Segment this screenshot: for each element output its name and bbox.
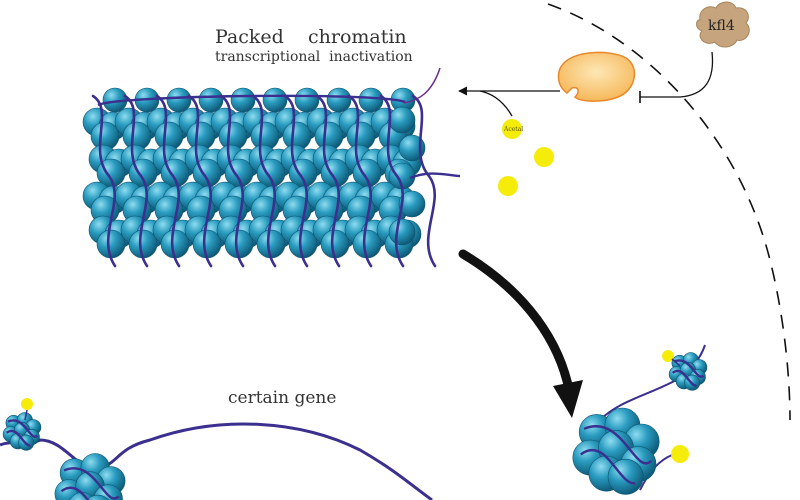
histone-bead xyxy=(398,190,426,218)
dna-wrap xyxy=(671,369,697,387)
enzyme-shape xyxy=(557,51,636,102)
dna-wrap xyxy=(5,429,31,447)
dna-wrap xyxy=(409,172,461,180)
histone-bead xyxy=(352,229,382,259)
cell-boundary-dashed xyxy=(547,3,791,421)
histone-bead xyxy=(388,106,416,134)
histone-bead xyxy=(262,87,288,113)
acetyl-dot xyxy=(671,445,689,463)
dna-wrap xyxy=(7,419,39,438)
histone-bead xyxy=(224,229,254,259)
acetyl-dot xyxy=(502,119,522,139)
histone-bead xyxy=(326,87,352,113)
histone-bead xyxy=(388,218,416,246)
inhibition-line-kfl4 xyxy=(640,51,714,98)
title-packed-chromatin: Packed chromatin xyxy=(215,26,407,48)
dna-wrap xyxy=(187,94,213,268)
dna-wrap xyxy=(315,94,341,268)
dna-wrap xyxy=(155,94,181,268)
dna-wrap xyxy=(411,94,437,268)
dna-wrap xyxy=(283,94,309,268)
histone-bead xyxy=(128,229,158,259)
acetal-label: Acetal xyxy=(503,126,523,133)
histone-bead xyxy=(320,229,350,259)
acetyl-stalk xyxy=(671,358,681,367)
acetyl-stalk xyxy=(24,409,28,421)
nucleosome-small-right xyxy=(668,352,708,391)
histone-bead xyxy=(192,229,222,259)
histone-bead xyxy=(288,229,318,259)
acetyl-dot xyxy=(662,350,674,362)
histone-bead xyxy=(230,87,256,113)
acetyl-dot xyxy=(498,176,518,196)
histone-bead xyxy=(294,87,320,113)
kfl4-label: kfl4 xyxy=(708,18,735,34)
big-curved-arrow xyxy=(458,249,583,418)
histone-bead xyxy=(160,229,190,259)
dna-wrap xyxy=(97,94,406,107)
dna-tail xyxy=(403,67,441,104)
dna-wrap xyxy=(347,94,373,268)
acetyl-dot xyxy=(21,398,33,410)
nucleosome-large-right xyxy=(572,407,660,495)
histone-bead xyxy=(198,87,224,113)
kfl4-cloud xyxy=(696,1,750,48)
histone-bead xyxy=(96,229,126,259)
histone-bead xyxy=(358,87,384,113)
dna-wrap xyxy=(60,486,90,500)
arrow-branch-acetal xyxy=(479,90,513,117)
dna-strand-open xyxy=(0,422,433,500)
nucleosome-bottom-left xyxy=(54,453,126,500)
histone-bead xyxy=(256,229,286,259)
subtitle-transcriptional-inactivation: transcriptional inactivation xyxy=(215,49,413,65)
histone-bead xyxy=(86,494,109,500)
dna-wrap xyxy=(583,425,653,465)
dna-wrap xyxy=(63,467,120,500)
nucleosome-small-left xyxy=(2,412,42,451)
dna-wrap xyxy=(673,359,705,378)
histone-bead xyxy=(166,87,192,113)
packed-chromatin-fiber xyxy=(82,87,461,268)
acetyl-dot xyxy=(534,147,554,167)
dna-wrap xyxy=(123,94,149,268)
dna-wrap xyxy=(580,448,636,485)
dna-wrap xyxy=(219,94,245,268)
dna-wrap xyxy=(91,94,117,268)
dna-wrap xyxy=(251,94,277,268)
certain-gene-label: certain gene xyxy=(228,388,336,408)
dna-wrap xyxy=(379,94,405,268)
histone-bead xyxy=(398,134,426,162)
